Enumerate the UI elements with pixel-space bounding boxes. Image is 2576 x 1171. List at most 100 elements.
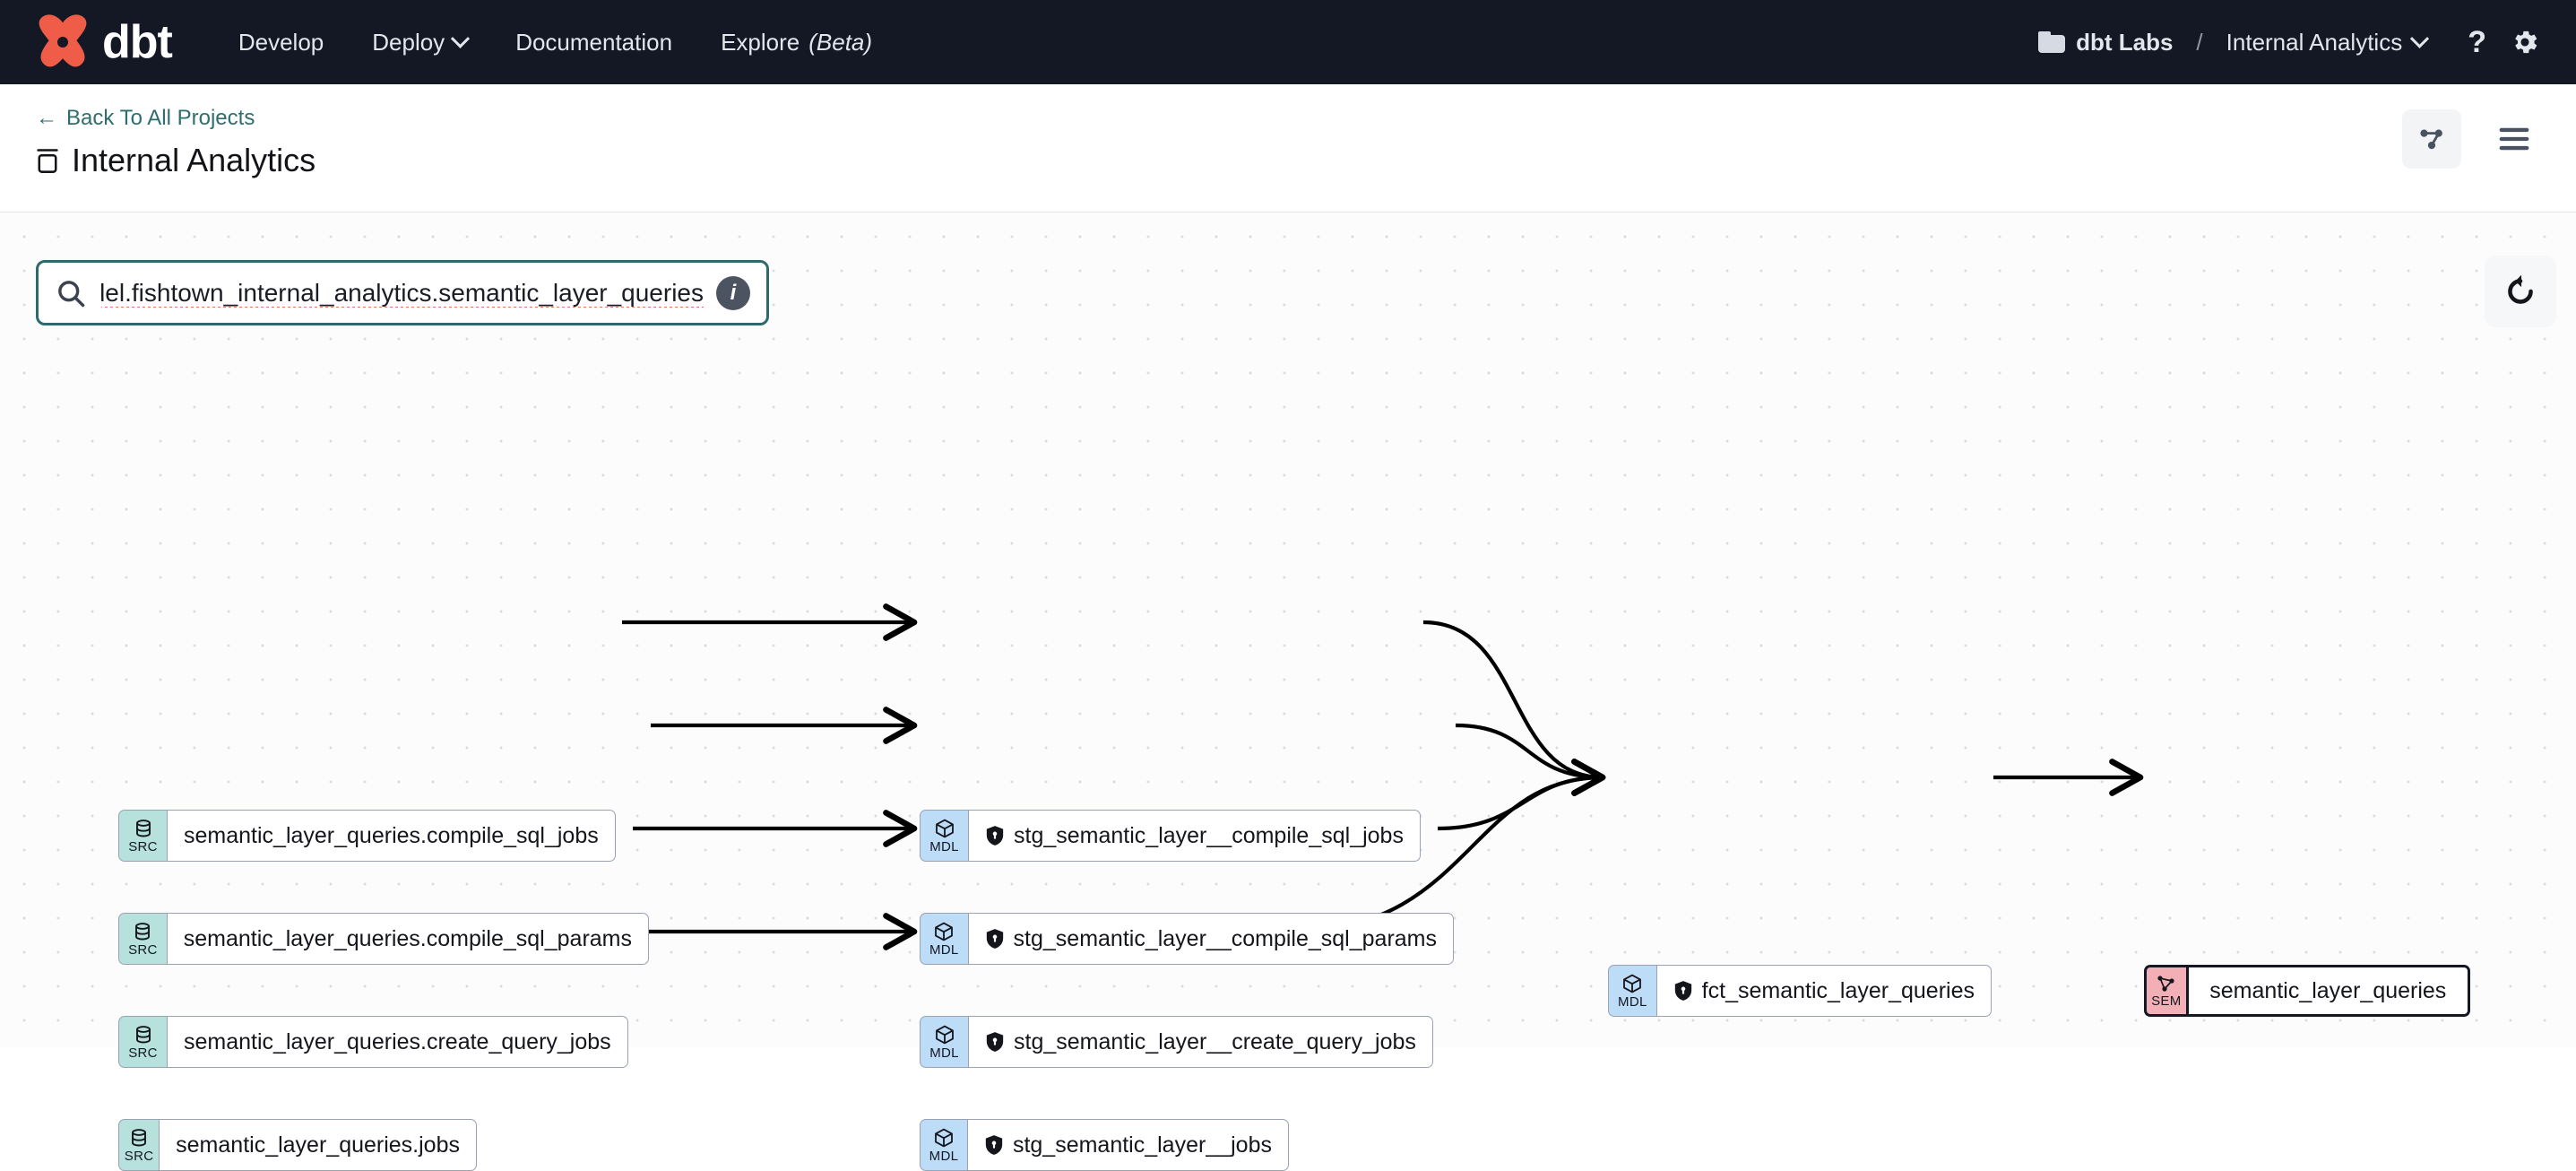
lineage-node-src2[interactable]: SRC semantic_layer_queries.compile_sql_p… [118, 913, 649, 965]
lineage-node-src4[interactable]: SRC semantic_layer_queries.jobs [118, 1119, 477, 1171]
node-label: stg_semantic_layer__compile_sql_jobs [1014, 822, 1404, 848]
project-header: ← Back To All Projects Internal Analytic… [0, 84, 2576, 213]
node-type-badge-mdl: MDL [920, 1119, 967, 1171]
node-type-label: SRC [128, 1045, 158, 1061]
search-icon [58, 280, 85, 307]
node-body: semantic_layer_queries.compile_sql_param… [166, 913, 649, 965]
node-type-label: SRC [128, 839, 158, 854]
edge-mdl2-fct [1455, 723, 1606, 796]
lineage-node-fct[interactable]: MDL fct_semantic_layer_queries [1608, 965, 1992, 1017]
node-type-badge-src: SRC [118, 913, 167, 965]
database-icon [135, 820, 151, 837]
header-action-buttons [2402, 109, 2544, 169]
nav-link-explore-beta-tag: (Beta) [808, 28, 873, 56]
node-type-label: SEM [2151, 993, 2182, 1009]
reset-layout-button[interactable] [2485, 256, 2556, 327]
cube-icon [935, 819, 954, 838]
node-label: semantic_layer_queries.jobs [176, 1132, 460, 1158]
nav-link-develop-label: Develop [238, 28, 324, 56]
nav-link-documentation[interactable]: Documentation [515, 29, 672, 56]
node-label: semantic_layer_queries.create_query_jobs [184, 1028, 611, 1054]
back-to-all-projects-label: Back To All Projects [66, 106, 255, 130]
nav-link-deploy[interactable]: Deploy [372, 28, 471, 56]
node-body: semantic_layer_queries.jobs [159, 1119, 477, 1171]
database-icon [135, 923, 151, 941]
database-icon [135, 1026, 151, 1044]
lineage-node-src3[interactable]: SRC semantic_layer_queries.create_query_… [118, 1016, 631, 1068]
node-type-badge-sem: SEM [2144, 965, 2186, 1017]
gear-icon[interactable] [2510, 27, 2540, 57]
chevron-down-icon [451, 29, 471, 48]
node-type-label: MDL [1618, 994, 1647, 1010]
help-icon[interactable]: ? [2468, 24, 2486, 59]
breadcrumb-separator: / [2196, 28, 2203, 56]
breadcrumb-account[interactable]: dbt Labs [2038, 29, 2173, 56]
node-body: stg_semantic_layer__compile_sql_jobs [968, 810, 1421, 862]
node-label: fct_semantic_layer_queries [1701, 977, 1975, 1003]
folder-icon [2038, 31, 2066, 53]
nav-right-cluster: dbt Labs / Internal Analytics ? [2038, 25, 2540, 60]
shield-lock-icon [986, 1032, 1004, 1052]
node-body: semantic_layer_queries [2185, 965, 2470, 1017]
hamburger-menu-icon [2499, 127, 2529, 151]
shield-lock-icon [985, 1135, 1003, 1155]
nav-link-documentation-label: Documentation [515, 28, 673, 56]
lineage-node-mdl2[interactable]: MDL stg_semantic_layer__compile_sql_para… [920, 913, 1454, 965]
node-body: semantic_layer_queries.compile_sql_jobs [167, 810, 616, 862]
shield-lock-icon [986, 929, 1003, 949]
nav-link-develop[interactable]: Develop [238, 29, 324, 56]
node-type-badge-mdl: MDL [920, 1016, 968, 1068]
node-label: stg_semantic_layer__jobs [1012, 1132, 1272, 1158]
node-type-label: MDL [929, 1045, 959, 1061]
cube-icon [935, 1128, 953, 1148]
lineage-node-mdl3[interactable]: MDL stg_semantic_layer__create_query_job… [920, 1016, 1436, 1068]
node-type-badge-mdl: MDL [920, 913, 968, 965]
breadcrumb-account-label: dbt Labs [2076, 28, 2174, 56]
shield-lock-icon [986, 826, 1004, 846]
node-type-label: MDL [929, 1149, 959, 1164]
node-body: stg_semantic_layer__compile_sql_params [967, 913, 1454, 965]
lineage-node-src1[interactable]: SRC semantic_layer_queries.compile_sql_j… [118, 810, 620, 862]
lineage-node-mdl4[interactable]: MDL stg_semantic_layer__jobs [920, 1119, 1289, 1171]
lineage-view-button[interactable] [2402, 109, 2461, 169]
cube-icon [1623, 974, 1642, 993]
node-type-badge-src: SRC [118, 1119, 160, 1171]
shield-lock-icon [1674, 981, 1691, 1001]
nav-link-deploy-label: Deploy [372, 28, 445, 56]
database-icon [132, 1129, 147, 1147]
node-type-label: MDL [929, 839, 959, 854]
primary-nav-links: Develop Deploy Documentation Explore (Be… [238, 29, 872, 56]
share-nodes-icon [2420, 129, 2442, 150]
info-icon[interactable]: i [716, 275, 750, 310]
node-type-label: SRC [128, 942, 158, 958]
lineage-canvas[interactable]: odel.fishtown_internal_analytics.semanti… [0, 213, 2576, 1171]
lineage-node-mdl1[interactable]: MDL stg_semantic_layer__compile_sql_jobs [920, 810, 1422, 862]
node-type-badge-mdl: MDL [1608, 965, 1656, 1017]
node-body: fct_semantic_layer_queries [1655, 965, 1992, 1017]
page-title: Internal Analytics [72, 142, 316, 178]
database-icon [37, 149, 58, 173]
breadcrumb-project[interactable]: Internal Analytics [2226, 28, 2430, 56]
node-body: stg_semantic_layer__create_query_jobs [968, 1016, 1433, 1068]
node-type-badge-src: SRC [118, 1016, 167, 1068]
top-navigation-bar: dbt Develop Deploy Documentation Explore… [0, 0, 2576, 84]
cube-icon [935, 1025, 954, 1045]
search-input[interactable]: odel.fishtown_internal_analytics.semanti… [36, 260, 769, 325]
lineage-node-sem[interactable]: SEM semantic_layer_queries [2144, 965, 2470, 1017]
node-label: stg_semantic_layer__compile_sql_params [1013, 925, 1437, 951]
dbt-logo[interactable]: dbt [36, 14, 173, 70]
semantic-graph-icon [2157, 976, 2174, 992]
dbt-x-logo-icon [39, 14, 87, 67]
node-label: semantic_layer_queries.compile_sql_jobs [184, 822, 599, 848]
nav-link-explore[interactable]: Explore (Beta) [721, 29, 872, 56]
search-input-value: odel.fishtown_internal_analytics.semanti… [101, 278, 704, 307]
list-view-button[interactable] [2485, 109, 2544, 169]
page-title-row: Internal Analytics [36, 142, 316, 179]
lineage-graph: SRC semantic_layer_queries.compile_sql_j… [0, 213, 2576, 1171]
back-to-all-projects-link[interactable]: ← Back To All Projects [36, 106, 255, 131]
node-label: stg_semantic_layer__create_query_jobs [1014, 1028, 1416, 1054]
node-type-badge-src: SRC [118, 810, 167, 862]
breadcrumb-project-label: Internal Analytics [2226, 28, 2403, 56]
reset-arrow-icon [2508, 274, 2533, 304]
node-type-badge-mdl: MDL [920, 810, 968, 862]
